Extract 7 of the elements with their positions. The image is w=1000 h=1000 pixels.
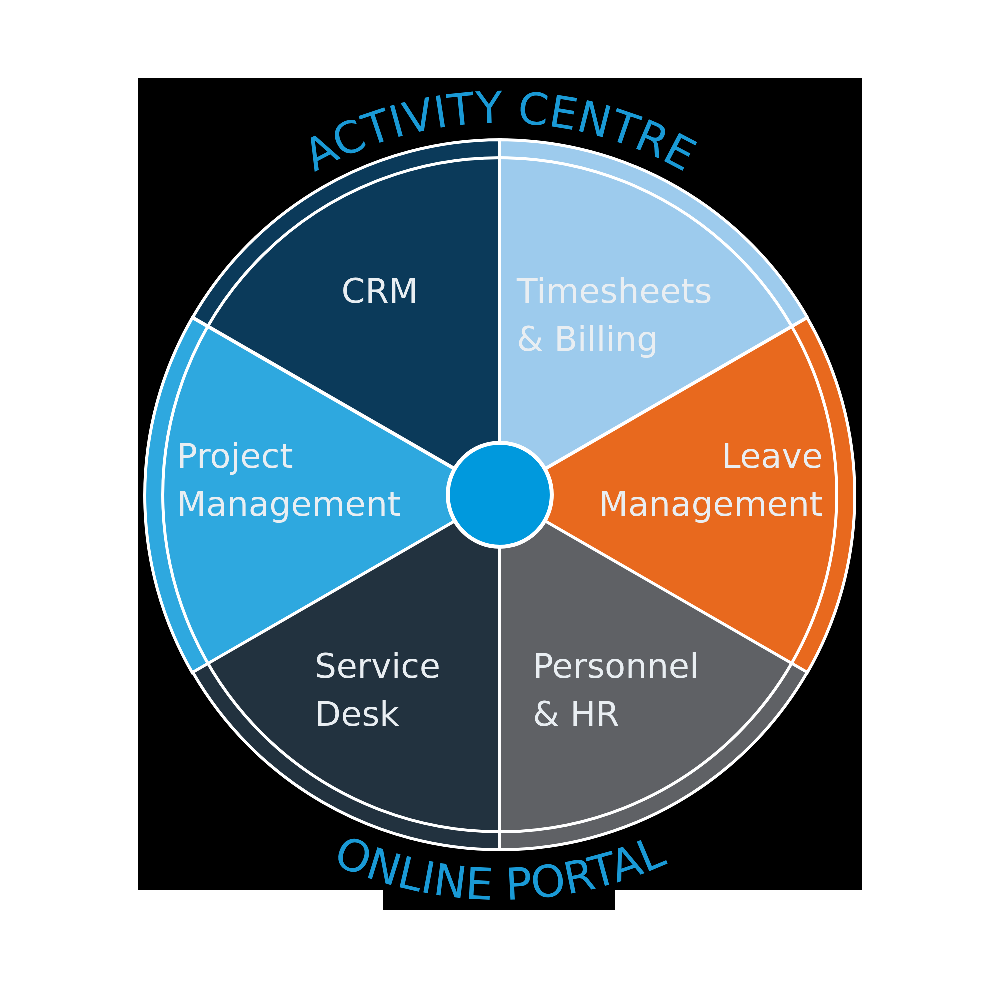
segment-label: Timesheets & Billing	[517, 271, 714, 362]
segment-label: Service Desk	[314, 646, 442, 737]
curved-label: ONLINE PORTAL	[328, 826, 672, 912]
segment-label: CRM	[340, 271, 420, 314]
segment-label: Leave Management	[598, 436, 823, 527]
segment-label: Project Management	[177, 436, 402, 527]
segment-label: Personnel & HR	[533, 646, 700, 737]
